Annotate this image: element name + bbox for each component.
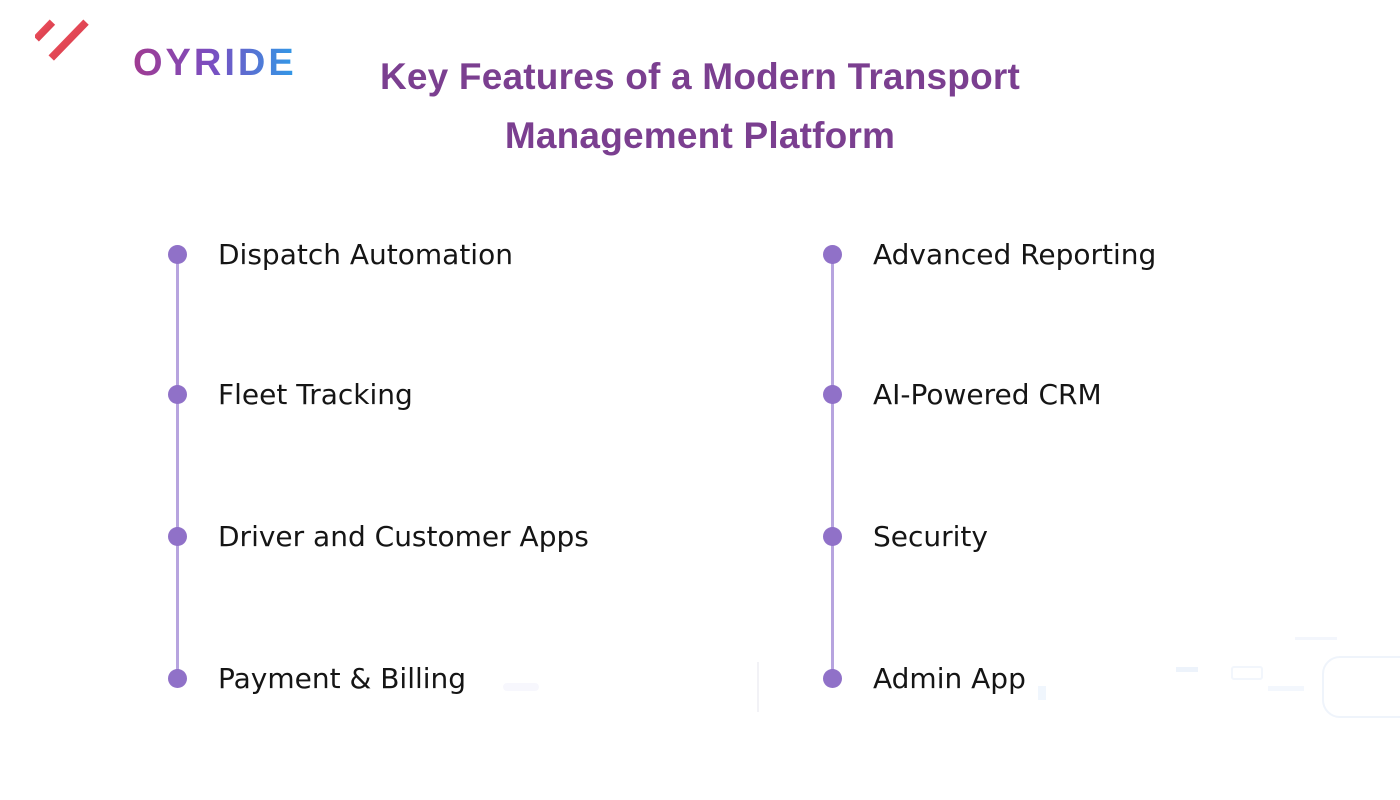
- watermark-shape: [503, 683, 539, 691]
- feature-column-right: Advanced Reporting AI-Powered CRM Securi…: [823, 236, 1400, 706]
- feature-item: Advanced Reporting: [823, 236, 1156, 272]
- feature-item: Driver and Customer Apps: [168, 518, 589, 554]
- zoyride-z-icon: [35, 16, 92, 61]
- feature-label: Dispatch Automation: [218, 237, 513, 271]
- feature-item: AI-Powered CRM: [823, 376, 1102, 412]
- feature-label: AI-Powered CRM: [873, 377, 1102, 411]
- bullet-dot-icon: [823, 384, 842, 404]
- watermark-shape: [757, 662, 759, 712]
- watermark-shape: [1268, 686, 1304, 691]
- feature-item: Payment & Billing: [168, 660, 466, 696]
- watermark-shape: [1176, 667, 1198, 672]
- feature-label: Driver and Customer Apps: [218, 519, 589, 553]
- feature-label: Payment & Billing: [218, 661, 467, 695]
- feature-label: Fleet Tracking: [218, 377, 413, 411]
- feature-item: Security: [823, 518, 988, 554]
- feature-label: Admin App: [873, 661, 1026, 695]
- zoyride-wordmark: OYRIDE: [133, 42, 297, 84]
- bullet-dot-icon: [823, 526, 842, 546]
- bullet-dot-icon: [168, 668, 187, 688]
- feature-label: Advanced Reporting: [873, 237, 1157, 271]
- zoyride-logo: OYRIDE: [35, 14, 295, 83]
- timeline-line: [831, 254, 834, 678]
- timeline-line: [176, 254, 179, 678]
- page-title-line1: Key Features of a Modern Transport: [379, 56, 1021, 97]
- bullet-dot-icon: [823, 668, 842, 688]
- bullet-dot-icon: [168, 526, 187, 546]
- bullet-dot-icon: [168, 244, 187, 264]
- watermark-shape: [1038, 686, 1046, 700]
- feature-label: Security: [873, 519, 988, 553]
- watermark-shape: [1295, 637, 1337, 640]
- watermark-shape: [1231, 666, 1263, 680]
- page-title-line2: Management Platform: [504, 115, 896, 156]
- feature-item: Dispatch Automation: [168, 236, 513, 272]
- watermark-car-outline-icon: [1322, 656, 1400, 718]
- feature-item: Fleet Tracking: [168, 376, 413, 412]
- page-title: Key Features of a Modern Transport Manag…: [0, 47, 1400, 165]
- feature-item: Admin App: [823, 660, 1026, 696]
- bullet-dot-icon: [823, 244, 842, 264]
- feature-column-left: Dispatch Automation Fleet Tracking Drive…: [168, 236, 768, 706]
- bullet-dot-icon: [168, 384, 187, 404]
